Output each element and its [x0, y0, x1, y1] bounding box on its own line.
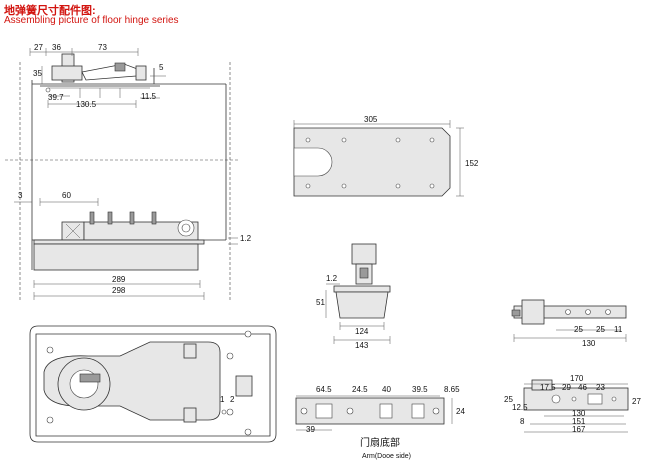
dim-60: 60: [62, 191, 71, 200]
dim-39: 39: [306, 425, 315, 434]
dim-298: 298: [112, 286, 126, 295]
top-arm: 170 17.5 29 46 23 25 12.5 27 130 8 151 1…: [504, 374, 641, 434]
dim-8-65: 8.65: [444, 385, 460, 394]
dim-1-2-pivot: 1.2: [326, 274, 338, 283]
drawing-title-en: Assembling picture of floor hinge series: [4, 15, 179, 26]
dim-170: 170: [570, 374, 584, 383]
dim-289: 289: [112, 275, 126, 284]
side-view: 27 36 73 35 5 39.7 130.5 11.5 3 60: [5, 43, 252, 300]
arm-caption-cn: 门扇底部: [360, 436, 400, 449]
dim-11: 11: [614, 325, 623, 334]
dim-27: 27: [34, 43, 43, 52]
dim-12-5: 12.5: [512, 403, 528, 412]
dim-167: 167: [572, 425, 586, 434]
dim-40: 40: [382, 385, 391, 394]
arm-plate: 64.5 24.5 40 39.5 8.65 24 39 门扇底部 Arm(Do…: [295, 385, 465, 460]
pivot-box: 1.2 51 124 143: [316, 243, 391, 350]
dim-24: 24: [456, 407, 465, 416]
dim-130: 130: [582, 339, 596, 348]
dim-5: 5: [159, 63, 164, 72]
dim-124: 124: [355, 327, 369, 336]
drawing-title-cn: 地弹簧尺寸配件图:: [4, 5, 96, 17]
dim-8: 8: [520, 417, 525, 426]
dim-46: 46: [578, 383, 587, 392]
dim-143: 143: [355, 341, 369, 350]
dim-23: 23: [596, 383, 605, 392]
top-pivot: 25 25 11 130: [511, 299, 627, 348]
dim-17-5: 17.5: [540, 383, 556, 392]
dim-35: 35: [33, 69, 42, 78]
dim-27-top-arm: 27: [632, 397, 641, 406]
dim-152: 152: [465, 159, 479, 168]
dim-11-5: 11.5: [141, 92, 157, 101]
dim-130-top-arm: 130: [572, 409, 586, 418]
dim-24-5: 24.5: [352, 385, 368, 394]
plan-view: 1 2: [29, 325, 277, 443]
dim-36: 36: [52, 43, 61, 52]
dim-25-top-arm: 25: [504, 395, 513, 404]
cover-plate: 305 152: [293, 115, 479, 197]
dim-51: 51: [316, 298, 325, 307]
dim-305: 305: [364, 115, 378, 124]
dim-39-7: 39.7: [48, 93, 64, 102]
dim-130-5: 130.5: [76, 100, 97, 109]
dim-25-a: 25: [574, 325, 583, 334]
dim-73: 73: [98, 43, 107, 52]
arm-caption-en: Arm(Dooe side): [362, 453, 411, 460]
dim-1-2: 1.2: [240, 234, 252, 243]
dim-151: 151: [572, 417, 586, 426]
dim-3: 3: [18, 191, 23, 200]
marker-1: 1: [220, 395, 225, 404]
marker-2: 2: [230, 395, 235, 404]
dim-29: 29: [562, 383, 571, 392]
dim-39-5: 39.5: [412, 385, 428, 394]
dim-64-5: 64.5: [316, 385, 332, 394]
dim-25-b: 25: [596, 325, 605, 334]
